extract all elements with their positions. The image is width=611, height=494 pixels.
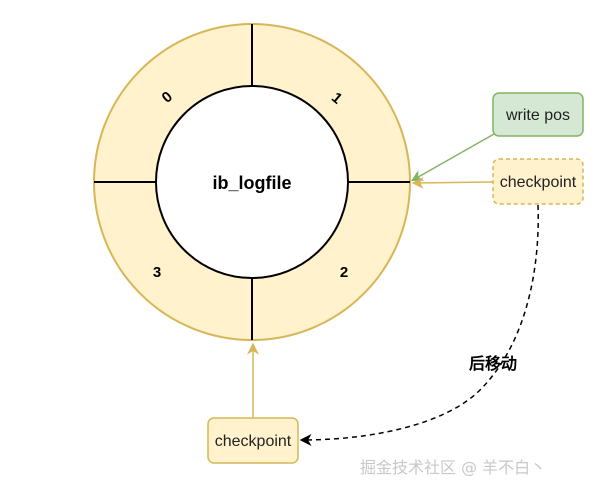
center-label: ib_logfile <box>212 173 291 193</box>
move-back-arrow <box>299 204 539 446</box>
segment-label-3: 3 <box>153 264 161 281</box>
checkpoint-right-box <box>492 158 584 205</box>
log-ring-inner <box>155 85 349 279</box>
watermark: 掘金技术社区 @ 羊不白丶 <box>360 458 546 477</box>
checkpoint-right-arrow <box>411 176 494 189</box>
write-pos-box <box>492 92 584 137</box>
checkpoint-bottom-label: checkpoint <box>215 433 292 450</box>
write-pos-label: write pos <box>505 107 570 124</box>
segment-label-2: 2 <box>340 264 348 281</box>
write-pos-arrow <box>410 133 495 182</box>
checkpoint-right-label: checkpoint <box>500 174 577 191</box>
move-label: 后移动 <box>469 354 517 373</box>
